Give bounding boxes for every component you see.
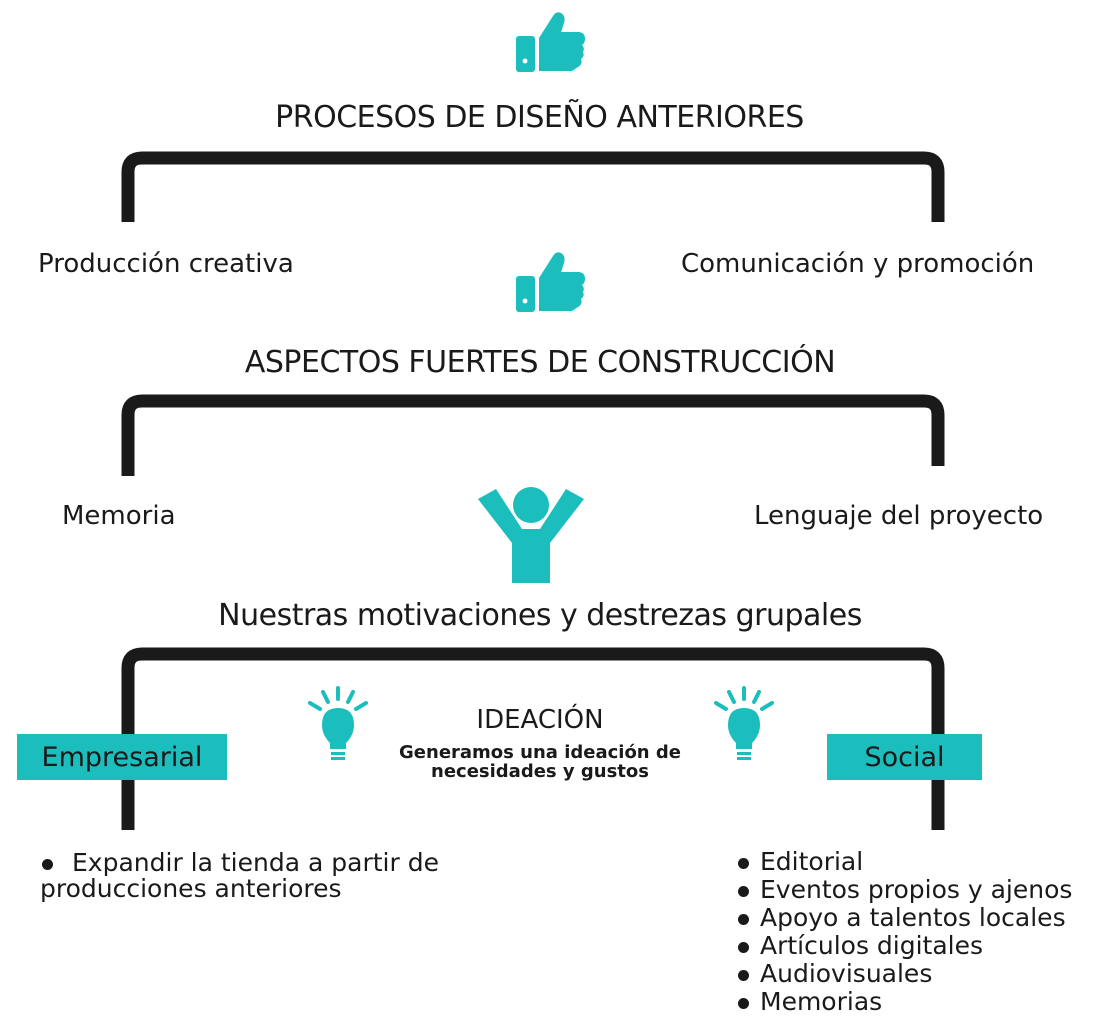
list-item-text: Eventos propios y ajenos [760, 875, 1073, 904]
section-1-left-label: Producción creativa [38, 249, 294, 279]
list-item-text: Audiovisuales [760, 959, 933, 988]
thumbs-up-icon [514, 250, 586, 314]
lightbulb-icon [306, 686, 370, 766]
bracket-3 [121, 647, 945, 830]
section-2-right-label: Lenguaje del proyecto [754, 501, 1044, 531]
list-item: Expandir la tienda a partir de [40, 850, 500, 875]
list-item: Audiovisuales [736, 961, 1116, 989]
social-label: Social [864, 741, 945, 773]
section-1-right-label: Comunicación y promoción [681, 249, 1035, 279]
ideation-subtitle-line-1: Generamos una ideación de [399, 742, 681, 763]
list-item: Editorial [736, 849, 1116, 877]
bracket-2 [121, 394, 945, 476]
social-box: Social [827, 734, 982, 780]
list-item-text: Editorial [760, 847, 864, 876]
list-item-text: Apoyo a talentos locales [760, 903, 1066, 932]
empresarial-label: Empresarial [41, 741, 203, 773]
list-item-text: Memorias [760, 987, 883, 1016]
ideation-title: IDEACIÓN [476, 705, 604, 735]
person-raised-arms-icon [476, 483, 586, 583]
list-item: Eventos propios y ajenos [736, 877, 1116, 905]
list-item-line-1: Expandir la tienda a partir de [72, 848, 439, 877]
list-item: Apoyo a talentos locales [736, 905, 1116, 933]
section-2-left-label: Memoria [62, 501, 176, 531]
list-item-text: Artículos digitales [760, 931, 984, 960]
section-1-title: PROCESOS DE DISEÑO ANTERIORES [275, 100, 804, 135]
social-list: Editorial Eventos propios y ajenos Apoyo… [736, 849, 1116, 1017]
empresarial-list-continuation: producciones anteriores [40, 874, 342, 903]
thumbs-up-icon [514, 10, 586, 74]
lightbulb-icon [712, 686, 776, 766]
ideation-subtitle: Generamos una ideación de necesidades y … [350, 743, 730, 781]
bracket-1 [121, 151, 945, 222]
empresarial-box: Empresarial [17, 734, 227, 780]
empresarial-list: Expandir la tienda a partir de [40, 850, 500, 875]
section-2-title: ASPECTOS FUERTES DE CONSTRUCCIÓN [244, 345, 836, 380]
ideation-subtitle-line-2: necesidades y gustos [431, 761, 649, 782]
section-3-title: Nuestras motivaciones y destrezas grupal… [218, 598, 862, 633]
list-item: Artículos digitales [736, 933, 1116, 961]
list-item: Memorias [736, 989, 1116, 1017]
